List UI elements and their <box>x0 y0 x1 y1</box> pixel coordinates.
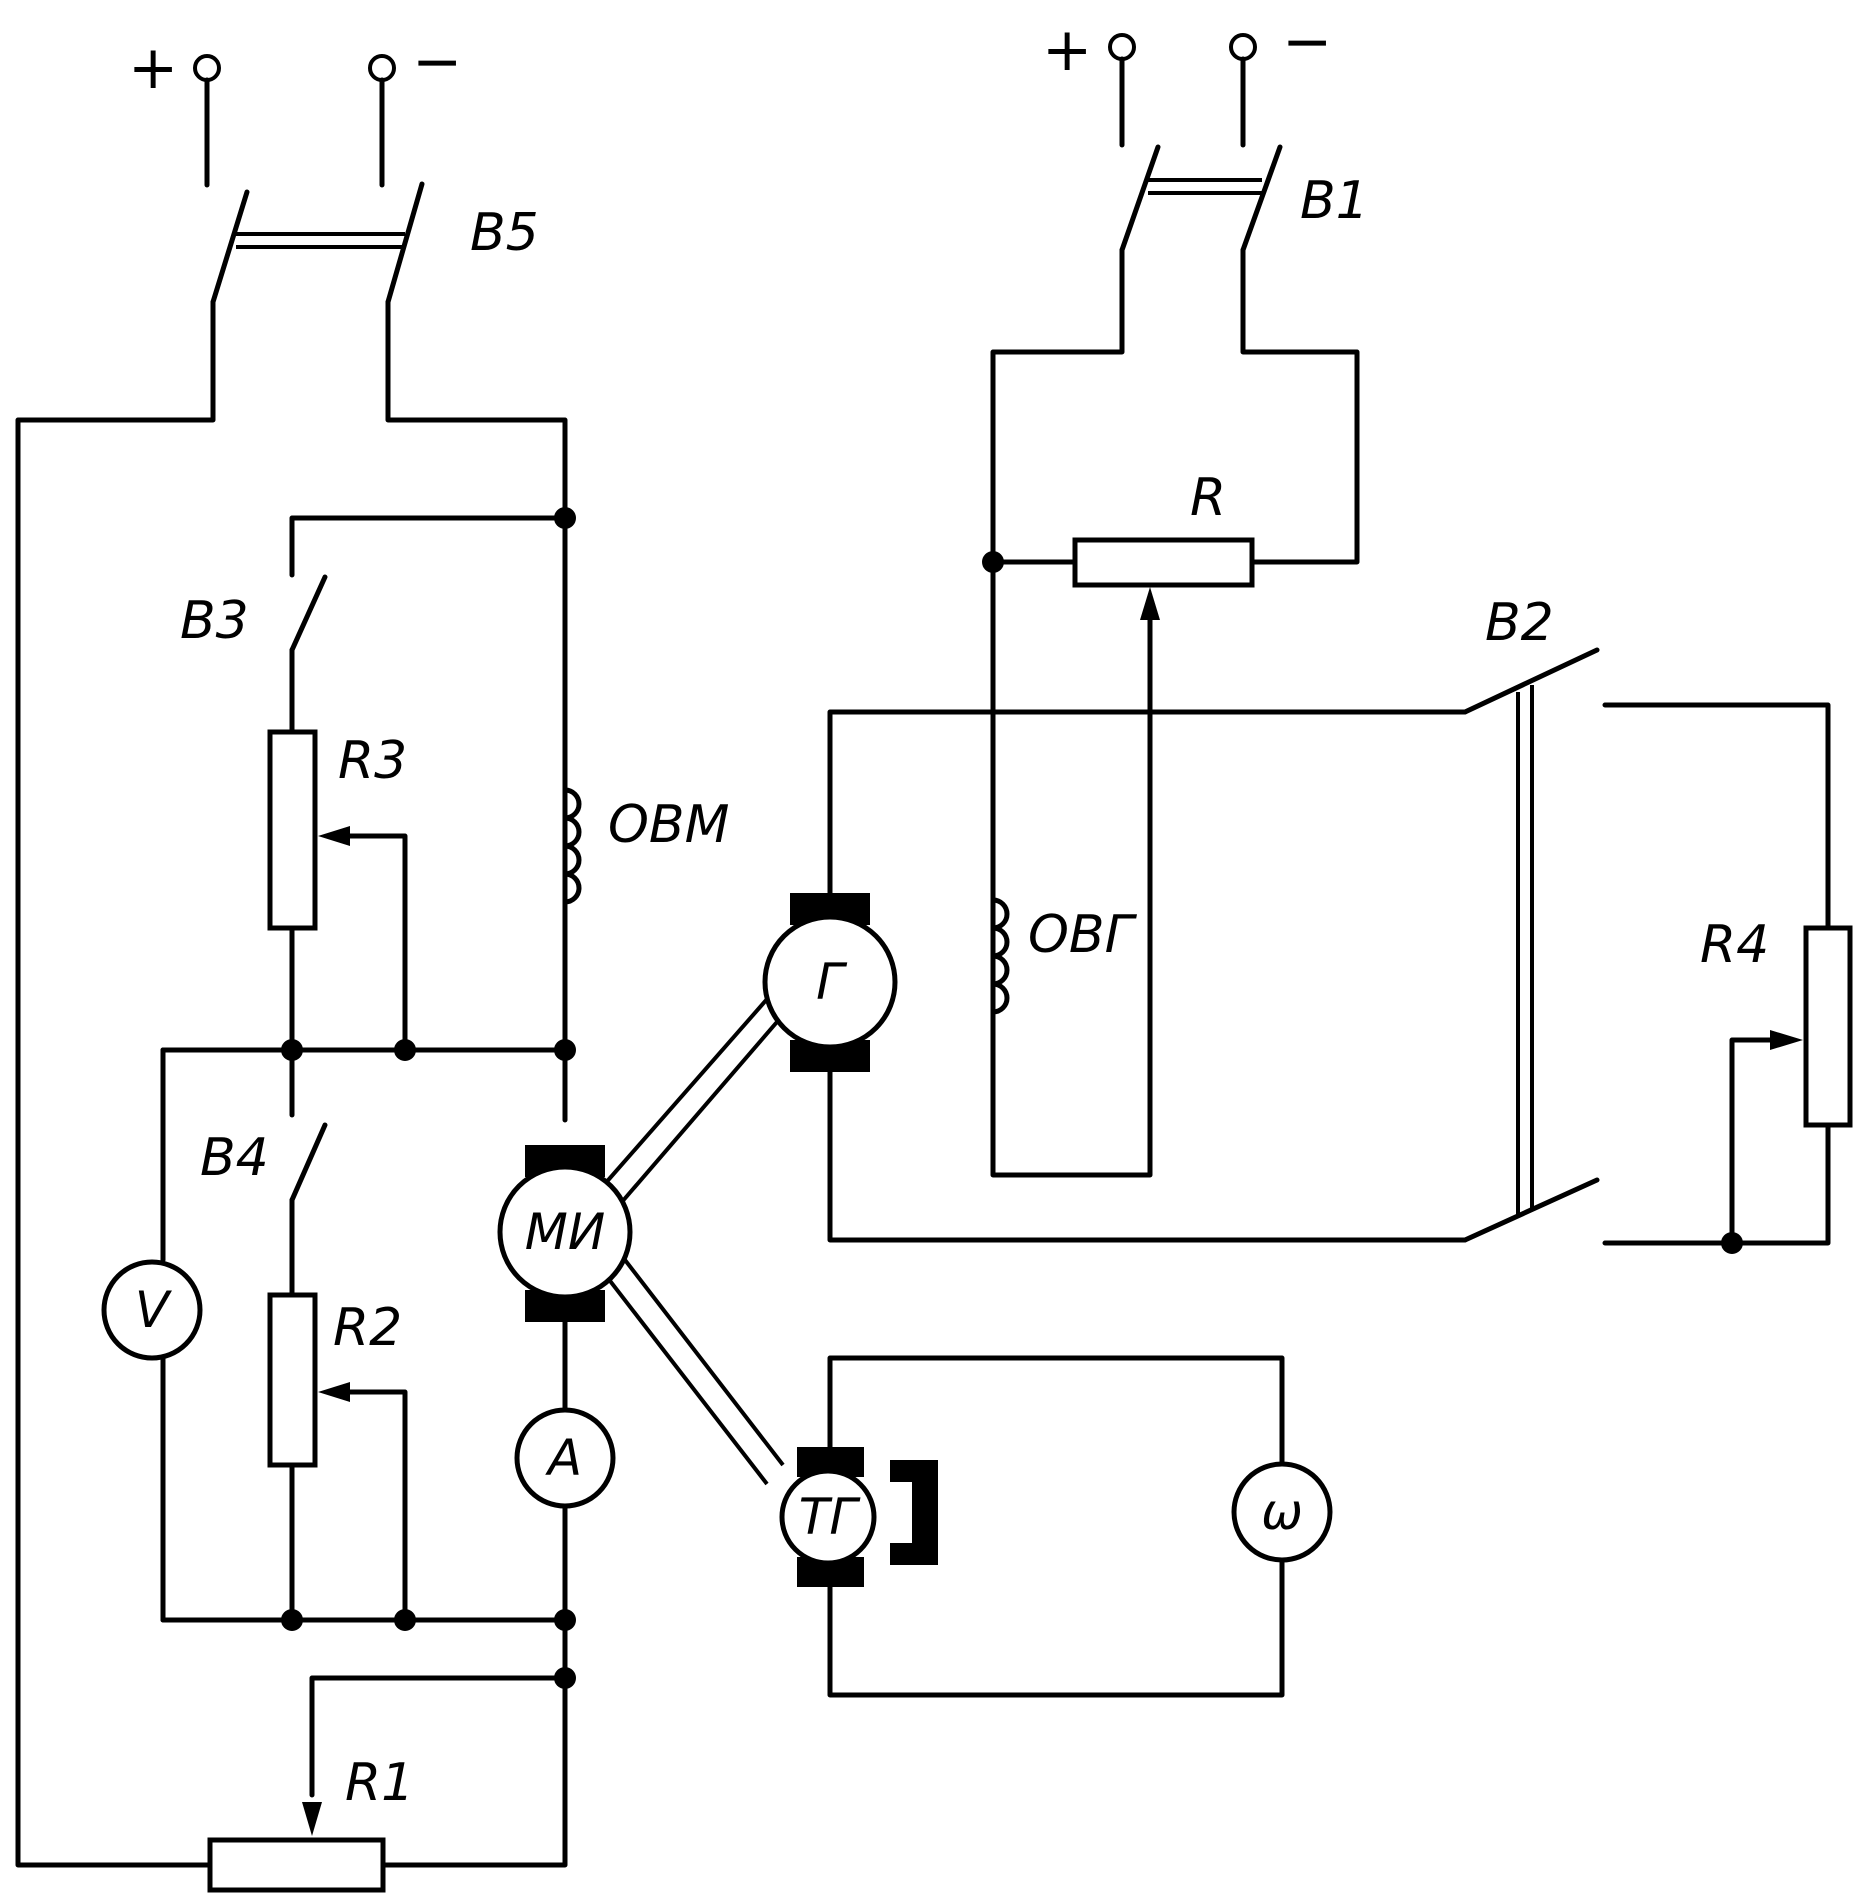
switch-b1 <box>1108 33 1283 253</box>
resistor-r <box>1072 537 1255 588</box>
generator-field-coil-ovg <box>990 897 1010 1015</box>
voltmeter <box>101 1259 203 1361</box>
label-b1: B1 <box>1300 171 1369 231</box>
label-b3: B3 <box>180 591 249 651</box>
motor-field-coil-ovm <box>562 787 582 905</box>
label-ovg: ОВГ <box>1028 905 1138 965</box>
motor-mi <box>497 1145 633 1322</box>
generator-symbol: Г <box>816 953 848 1011</box>
junction-dots-left <box>281 507 576 1689</box>
tachogenerator-symbol: ТГ <box>799 1488 862 1546</box>
right-wiring <box>990 247 1360 1178</box>
label-r1: R1 <box>345 1753 414 1813</box>
generator-g <box>762 709 1468 1243</box>
r3-slider-arrow <box>318 826 350 846</box>
resistor-r1 <box>207 1837 386 1893</box>
label-b4: B4 <box>200 1128 269 1188</box>
plus-terminal-b1: + <box>1042 15 1092 85</box>
switch-b5 <box>193 54 425 305</box>
load-wiring-r4 <box>1602 702 1831 1246</box>
label-b5: B5 <box>470 203 539 263</box>
resistor-r2 <box>267 1292 318 1468</box>
speed-meter <box>1231 1461 1333 1563</box>
ammeter-symbol: A <box>545 1429 582 1487</box>
r-slider-arrow <box>1140 587 1160 620</box>
label-r4: R4 <box>1700 915 1769 975</box>
minus-terminal-b1: − <box>1282 7 1332 77</box>
left-wiring <box>15 299 568 1868</box>
junction-dot-r4 <box>1721 1232 1743 1254</box>
r1-slider-arrow <box>302 1802 322 1836</box>
switch-b2 <box>1462 647 1600 1243</box>
r2-slider-arrow <box>318 1382 350 1402</box>
plus-terminal: + <box>128 33 178 103</box>
mechanical-shafts <box>595 996 785 1486</box>
minus-terminal: − <box>412 27 462 97</box>
voltmeter-symbol: V <box>135 1281 173 1339</box>
resistor-r4 <box>1803 925 1853 1128</box>
r4-slider-arrow <box>1770 1030 1803 1050</box>
label-r3: R3 <box>338 731 407 791</box>
label-b2: B2 <box>1485 593 1554 653</box>
junction-dot-r <box>982 551 1004 573</box>
speed-meter-symbol: ω <box>1261 1483 1303 1541</box>
label-r: R <box>1190 468 1226 528</box>
resistor-r3 <box>267 729 318 931</box>
tachogenerator-tg <box>779 1355 1285 1698</box>
motor-symbol: МИ <box>525 1203 606 1261</box>
ammeter <box>514 1407 616 1509</box>
label-ovm: ОВМ <box>608 795 729 855</box>
label-r2: R2 <box>333 1298 402 1358</box>
